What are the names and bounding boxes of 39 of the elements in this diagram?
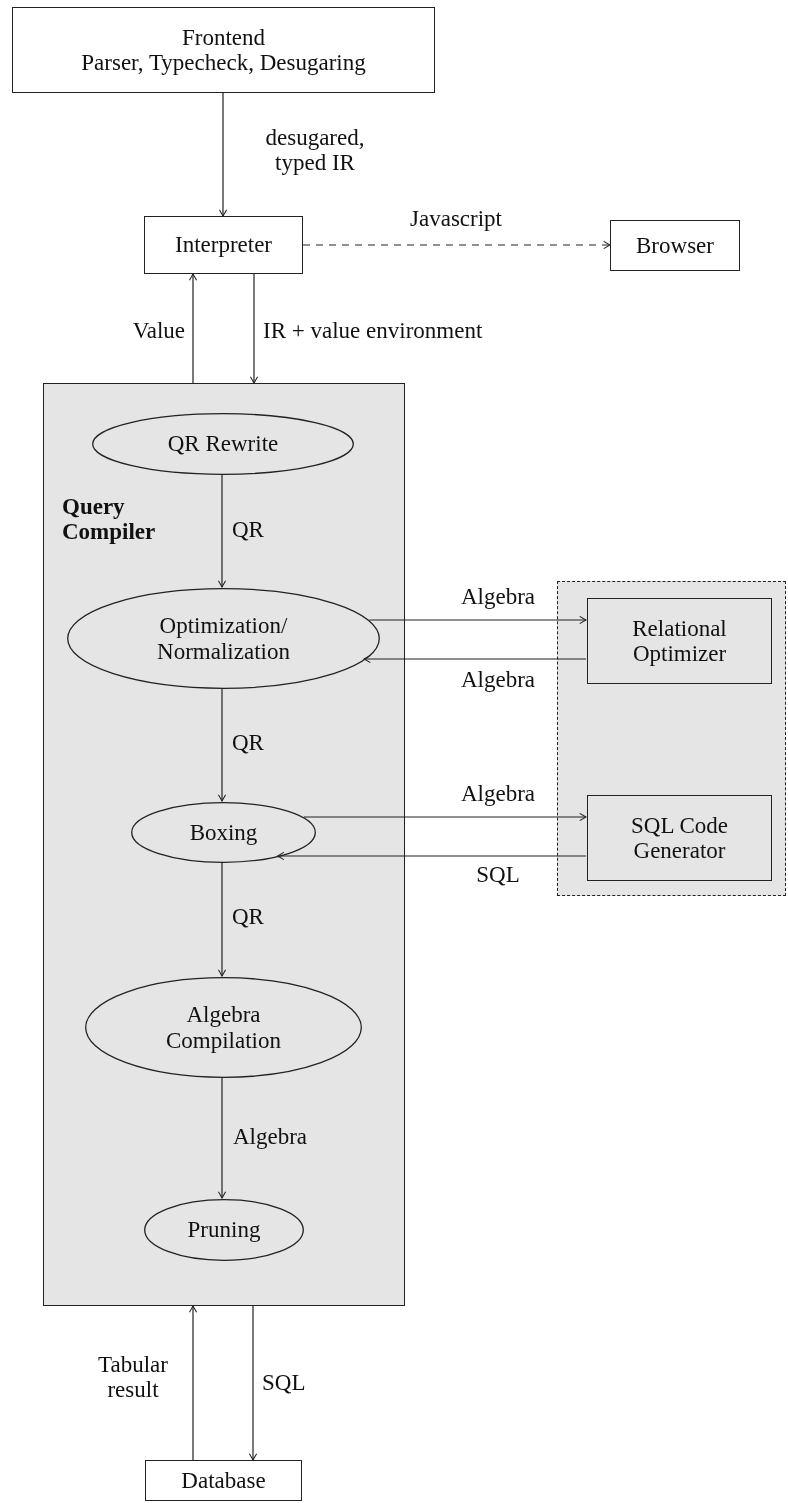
group-title: Query Compiler xyxy=(62,494,157,545)
dashed-group-panel xyxy=(557,581,786,896)
arrow xyxy=(368,615,587,625)
node-label: QR Rewrite xyxy=(167,431,279,457)
arrow xyxy=(249,273,259,384)
process-box xyxy=(12,7,435,93)
arrow xyxy=(188,1305,198,1461)
dashed-arrow xyxy=(302,240,611,250)
node-label: Algebra Compilation xyxy=(165,1002,282,1053)
node-label: Pruning xyxy=(187,1217,261,1243)
arrow xyxy=(217,1076,227,1199)
arrow xyxy=(218,92,228,217)
node-label: Interpreter xyxy=(174,232,272,258)
arrow xyxy=(303,812,587,822)
node-label: SQL Code Generator xyxy=(630,812,729,864)
node-label: Boxing xyxy=(189,819,258,846)
node-label: Database xyxy=(181,1467,266,1494)
process-box xyxy=(145,1460,302,1501)
arrow xyxy=(188,273,198,384)
process-ellipse xyxy=(67,588,380,689)
arrow xyxy=(217,861,227,977)
process-ellipse xyxy=(131,802,316,863)
process-ellipse xyxy=(85,977,362,1078)
arrow xyxy=(217,473,227,588)
node-label: Relational Optimizer xyxy=(631,615,728,667)
process-ellipse xyxy=(92,413,354,475)
node-label: Parser, Typecheck, Desugaring xyxy=(81,50,366,76)
node-label: Optimization/ Normalization xyxy=(156,613,291,664)
arrow xyxy=(217,687,227,802)
process-box xyxy=(610,220,740,271)
process-box xyxy=(144,216,303,274)
arrow xyxy=(277,851,587,861)
node-label: Browser xyxy=(636,232,714,259)
process-ellipse xyxy=(144,1199,304,1261)
process-box xyxy=(587,598,772,684)
group-panel xyxy=(43,383,405,1306)
process-box xyxy=(587,795,772,881)
node-title: Frontend xyxy=(181,24,266,50)
arrow xyxy=(248,1305,258,1461)
